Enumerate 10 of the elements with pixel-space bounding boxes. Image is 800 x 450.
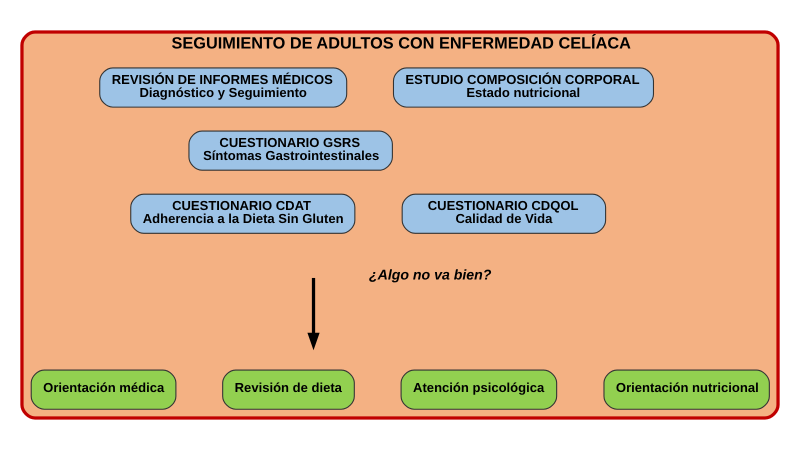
node-box: Orientación nutricional	[603, 370, 770, 410]
node-box: CUESTIONARIO CDQOL Calidad de Vida	[402, 194, 606, 234]
node-box: ESTUDIO COMPOSICIÓN CORPORAL Estado nutricional	[392, 67, 654, 108]
node-box: Atención psicológica	[400, 370, 558, 410]
node-box: CUESTIONARIO GSRS Síntomas Gastrointestinales	[188, 130, 393, 171]
label: ¿Algo no va bien?	[368, 266, 492, 282]
node-box: Revisión de dieta	[222, 370, 355, 410]
node-box: CUESTIONARIO CDAT Adherencia a la Dieta Sin Gluten	[130, 194, 356, 234]
node-box: Orientación médica	[30, 370, 176, 410]
node-box: REVISIÓN DE INFORMES MÉDICOS Diagnóstico y Seguimiento	[99, 67, 348, 108]
